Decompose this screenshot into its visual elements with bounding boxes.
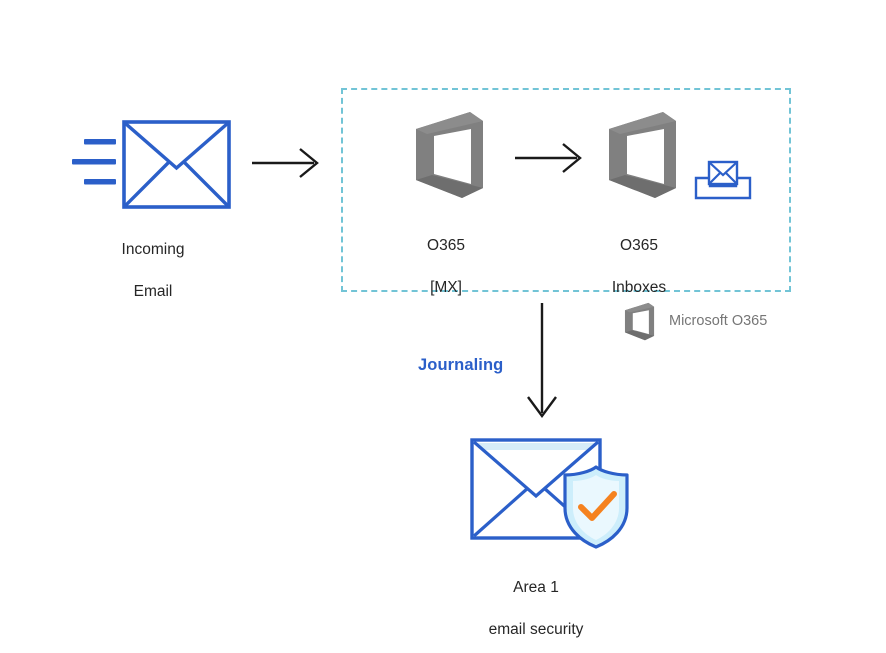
node-o365-mx: O365 [MX]: [405, 110, 487, 296]
area1-envelope-left-fill: [475, 454, 520, 535]
o365-inner-page: [434, 129, 471, 184]
arrow-head: [299, 148, 319, 178]
connector-mx-to-inboxes: [515, 140, 585, 176]
speed-line-top: [84, 139, 116, 145]
badge-envelope-flap: [709, 162, 737, 177]
envelope-fold-right: [182, 160, 229, 207]
arrow-head: [562, 143, 582, 173]
arrow-right-icon: [252, 148, 319, 178]
area1-envelope-flap-inner: [484, 450, 588, 495]
o365-inner-page: [632, 310, 649, 335]
badge-envelope-fold-right: [725, 172, 737, 184]
office-365-icon: [416, 112, 483, 198]
office-365-icon: [624, 302, 655, 341]
connector-label-journaling: Journaling: [418, 356, 504, 374]
o365-inner-page: [627, 129, 664, 184]
speed-line-middle: [72, 159, 116, 165]
envelope-shield-check-icon: [470, 438, 629, 549]
caption-line: [MX]: [430, 279, 462, 296]
area1-envelope-flap: [472, 440, 600, 499]
o365-bottom-wedge: [416, 175, 483, 198]
arrow-right-icon: [515, 143, 582, 173]
node-incoming-email: Incoming Email: [70, 118, 235, 300]
o365-bottom-wedge: [624, 330, 655, 341]
caption-line: Inboxes: [611, 279, 667, 296]
caption-o365-mx: O365 [MX]: [356, 214, 536, 319]
office-365-icon: [609, 112, 676, 198]
envelope-fold-left: [124, 160, 171, 207]
o365-bottom-wedge: [609, 175, 676, 198]
o365-top-bevel: [609, 112, 676, 134]
caption-line: email security: [488, 621, 584, 638]
check-icon: [578, 491, 617, 521]
caption-line: O365: [427, 237, 465, 254]
legend-microsoft-o365: [620, 302, 656, 342]
arrow-down-icon: [527, 303, 557, 419]
legend-label-microsoft-o365: Microsoft O365: [669, 313, 768, 329]
inbox-tray-envelope-icon: [694, 160, 752, 200]
caption-o365-inboxes: O365 Inboxes: [546, 214, 732, 319]
badge-inbox-tray: [694, 158, 752, 202]
caption-line: Incoming: [121, 241, 185, 258]
node-o365-inboxes: O365 Inboxes: [598, 110, 680, 296]
envelope-with-speed-lines-icon: [72, 120, 231, 209]
o365-boundary-box: [341, 88, 791, 292]
o365-top-bevel: [416, 112, 483, 134]
speed-line-bottom: [84, 179, 116, 185]
shield-inner: [573, 475, 619, 540]
badge-envelope-fold-left: [709, 172, 721, 184]
caption-area1-email-security: Area 1 email security: [446, 556, 626, 653]
arrow-head: [527, 396, 557, 419]
connector-incoming-to-mx: [252, 145, 322, 181]
caption-incoming-email: Incoming Email: [58, 218, 248, 323]
caption-line: Email: [133, 283, 173, 300]
o365-top-bevel: [624, 302, 655, 313]
connector-inboxes-to-area1: [522, 303, 562, 421]
caption-line: Area 1: [513, 579, 559, 596]
area1-envelope-fold-left: [472, 486, 530, 538]
envelope-flap: [124, 122, 229, 171]
caption-line: O365: [620, 237, 658, 254]
node-area1-email-security: Area 1 email security: [468, 436, 629, 638]
